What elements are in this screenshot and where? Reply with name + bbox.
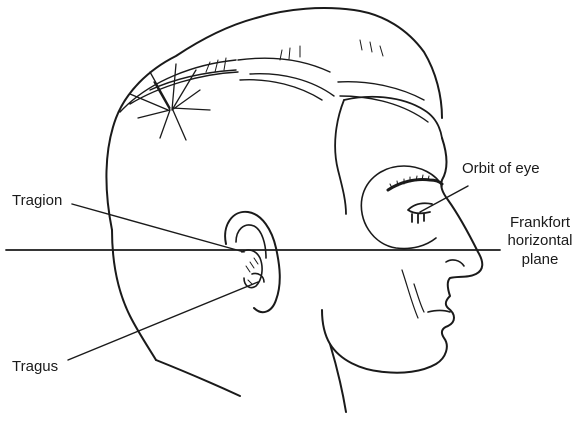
- frankfort-label-line2: horizontal: [496, 232, 584, 249]
- mouth-line: [428, 311, 450, 313]
- sideburn: [335, 100, 346, 214]
- ear-concha: [242, 250, 262, 288]
- hair-strands: [120, 58, 428, 122]
- eye: [408, 203, 432, 223]
- orbit-leader: [420, 186, 468, 212]
- orbit-of-eye-label: Orbit of eye: [462, 160, 540, 177]
- tragion-leader: [72, 204, 244, 252]
- nostril: [446, 260, 464, 266]
- hair-outline: [106, 8, 442, 230]
- jawline: [322, 310, 384, 372]
- ear-inner-helix: [236, 225, 266, 258]
- cheek-lines: [402, 270, 424, 318]
- tragion-label: Tragion: [12, 192, 62, 209]
- eyebrow: [388, 179, 442, 190]
- tragus-leader: [68, 282, 258, 360]
- frankfort-label-line3: plane: [496, 251, 584, 268]
- hairline: [344, 97, 442, 138]
- tragus-label: Tragus: [12, 358, 58, 375]
- hair-texture: [206, 40, 383, 72]
- ear-shading: [246, 258, 258, 284]
- neck-back-lower: [156, 360, 240, 396]
- ear-outline: [225, 212, 280, 312]
- frankfort-label-line1: Frankfort: [496, 214, 584, 231]
